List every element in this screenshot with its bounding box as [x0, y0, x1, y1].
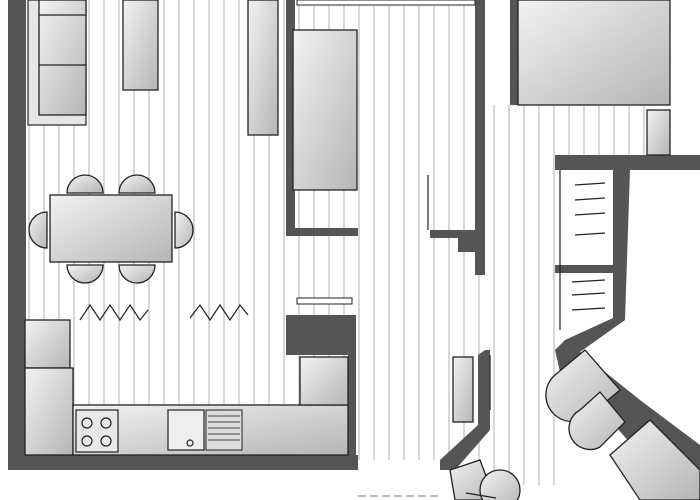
closet: [559, 170, 613, 330]
stove: [75, 409, 119, 453]
wardrobe: [292, 29, 358, 191]
sink: [167, 409, 243, 451]
shoe-cabinet: [452, 356, 474, 423]
folding-doors: [79, 303, 249, 322]
kitchen: [24, 319, 349, 456]
bed: [517, 0, 671, 106]
tv-unit: [247, 0, 279, 136]
sofa: [27, 0, 87, 126]
bathroom-fixtures: [449, 349, 700, 500]
dining-table: [28, 174, 194, 284]
nightstand: [646, 109, 671, 156]
cabinet: [122, 0, 159, 91]
